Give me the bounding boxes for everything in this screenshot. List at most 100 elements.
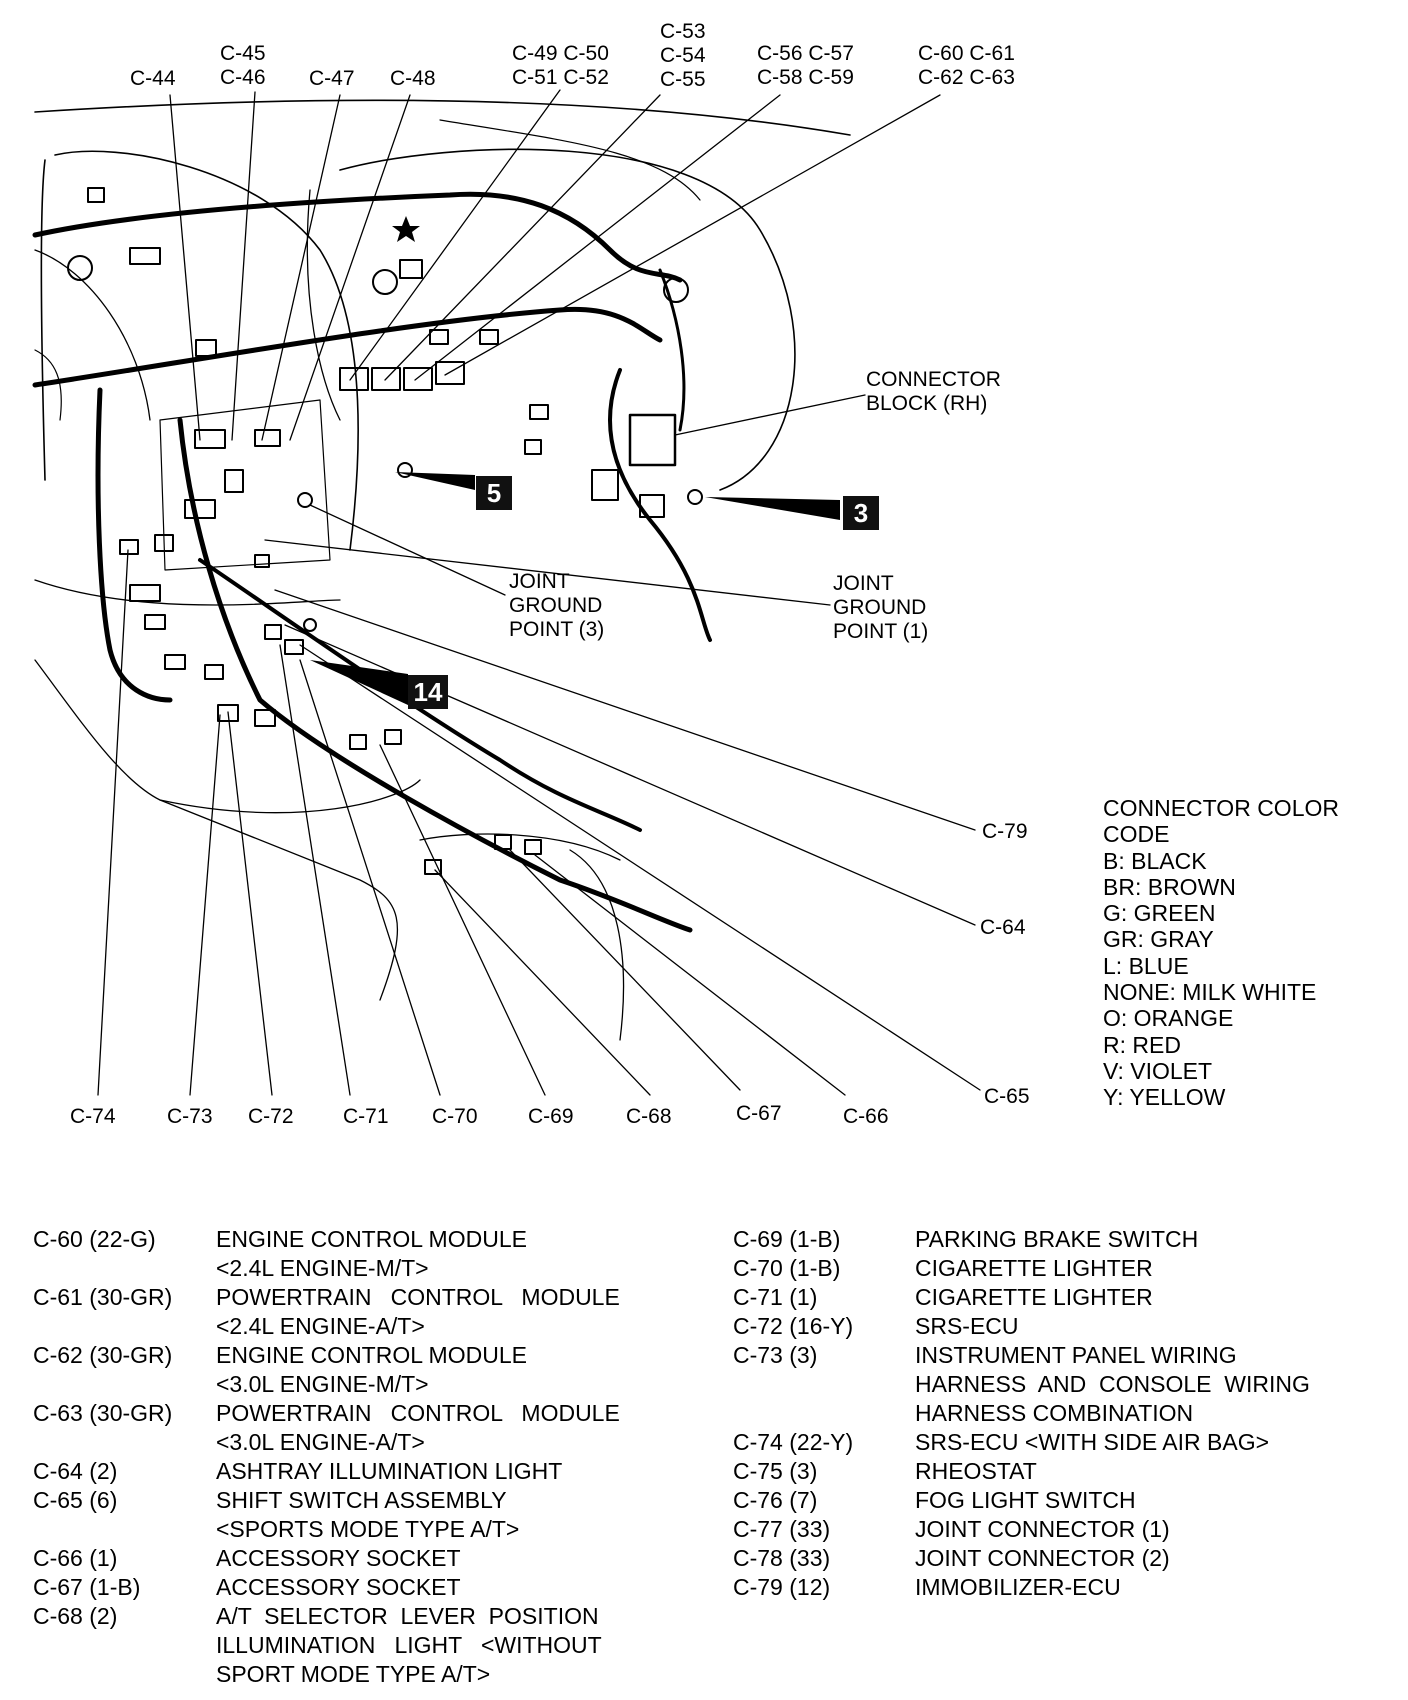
table-row: C-67 (1-B) ACCESSORY SOCKET	[33, 1573, 620, 1602]
table-row: C-71 (1)CIGARETTE LIGHTER	[733, 1283, 1310, 1312]
connector-description: POWERTRAIN CONTROL MODULE <3.0L ENGINE-A…	[216, 1400, 620, 1455]
table-row: C-68 (2) A/T SELECTOR LEVER POSITION ILLU…	[33, 1602, 620, 1689]
connector-description: RHEOSTAT	[915, 1458, 1037, 1484]
callout-c46: C-46	[220, 66, 266, 89]
connector-code: C-68 (2)	[33, 1603, 118, 1629]
table-row: C-79 (12) IMMOBILIZER-ECU	[733, 1573, 1310, 1602]
callout-c65: C-65	[984, 1085, 1030, 1108]
connector-code: C-75 (3)	[733, 1458, 818, 1484]
callout-c47: C-47	[309, 67, 355, 90]
connector-description: JOINT CONNECTOR (2)	[915, 1545, 1170, 1571]
callout-c44: C-44	[130, 67, 176, 90]
connector-color-legend: CONNECTOR COLOR CODE B: BLACK BR: BROWN …	[1103, 795, 1339, 1111]
connector-code: C-64 (2)	[33, 1458, 118, 1484]
table-row: C-66 (1)ACCESSORY SOCKET	[33, 1544, 620, 1573]
legend-item: BR: BROWN	[1103, 873, 1236, 900]
legend-item: NONE: MILK WHITE	[1103, 979, 1317, 1006]
legend-item: Y: YELLOW	[1103, 1084, 1226, 1111]
wiring-diagram	[32, 89, 981, 1096]
callout-c73: C-73	[167, 1105, 213, 1128]
table-row: C-73 (3) INSTRUMENT PANEL WIRING HARNESS …	[733, 1341, 1310, 1428]
connector-description: ENGINE CONTROL MODULE <3.0L ENGINE-M/T>	[216, 1342, 527, 1397]
table-row: C-65 (6)SHIFT SWITCH ASSEMBLY <SPORTS MO…	[33, 1486, 620, 1544]
table-row: C-64 (2) ASHTRAY ILLUMINATION LIGHT	[33, 1457, 620, 1486]
callout-c70: C-70	[432, 1105, 478, 1128]
callout-c74: C-74	[70, 1105, 116, 1128]
connector-code: C-69 (1-B)	[733, 1226, 841, 1252]
connector-code: C-61 (30-GR)	[33, 1284, 173, 1310]
connector-code: C-76 (7)	[733, 1487, 818, 1513]
callout-c53: C-53	[660, 20, 706, 43]
legend-title: CONNECTOR COLOR	[1103, 795, 1339, 821]
connector-description: FOG LIGHT SWITCH	[915, 1487, 1136, 1513]
callout-joint-ground-point-1: JOINT GROUND POINT (1)	[833, 572, 929, 643]
connector-code: C-77 (33)	[733, 1516, 831, 1542]
table-row: C-61 (30-GR) POWERTRAIN CONTROL MODULE <2…	[33, 1283, 620, 1341]
callout-c55: C-55	[660, 68, 706, 91]
connector-code: C-79 (12)	[733, 1574, 831, 1600]
connector-code: C-71 (1)	[733, 1284, 818, 1310]
legend-item: O: ORANGE	[1103, 1005, 1234, 1032]
legend-item: B: BLACK	[1103, 847, 1207, 874]
table-row: C-63 (30-GR)POWERTRAIN CONTROL MODULE <3…	[33, 1399, 620, 1457]
legend-item: R: RED	[1103, 1031, 1181, 1058]
connector-description: INSTRUMENT PANEL WIRING HARNESS AND CONS…	[915, 1342, 1310, 1426]
callout-c45: C-45	[220, 42, 266, 65]
callout-c64: C-64	[980, 916, 1026, 939]
connector-code: C-73 (3)	[733, 1342, 818, 1368]
callout-joint-ground-point-3: JOINT GROUND POINT (3)	[509, 570, 605, 641]
connector-code: C-60 (22-G)	[33, 1226, 156, 1252]
connector-description: A/T SELECTOR LEVER POSITION ILLUMINATION…	[216, 1603, 602, 1687]
connector-description: ASHTRAY ILLUMINATION LIGHT	[216, 1458, 563, 1484]
connector-table-right: C-69 (1-B) PARKING BRAKE SWITCH C-70 (1-B…	[733, 1225, 1310, 1602]
callout-connector-block-rh: CONNECTOR BLOCK (RH)	[866, 368, 1001, 415]
callout-c69: C-69	[528, 1105, 574, 1128]
legend-title-2: CODE	[1103, 821, 1170, 848]
connector-description: PARKING BRAKE SWITCH	[915, 1226, 1199, 1252]
table-row: C-60 (22-G) ENGINE CONTROL MODULE <2.4L E…	[33, 1225, 620, 1283]
connector-description: ENGINE CONTROL MODULE <2.4L ENGINE-M/T>	[216, 1226, 527, 1281]
connector-description: IMMOBILIZER-ECU	[915, 1574, 1121, 1600]
reference-marker-5: 5	[476, 476, 512, 510]
table-row: C-76 (7) FOG LIGHT SWITCH	[733, 1486, 1310, 1515]
connector-description: ACCESSORY SOCKET	[216, 1574, 461, 1600]
callout-c67: C-67	[736, 1102, 782, 1125]
legend-item: GR: GRAY	[1103, 926, 1214, 953]
connector-code: C-62 (30-GR)	[33, 1342, 173, 1368]
reference-marker-3: 3	[843, 496, 879, 530]
callout-c72: C-72	[248, 1105, 294, 1128]
table-row: C-70 (1-B) CIGARETTE LIGHTER	[733, 1254, 1310, 1283]
table-row: C-75 (3) RHEOSTAT	[733, 1457, 1310, 1486]
callout-c71: C-71	[343, 1105, 389, 1128]
callout-c48: C-48	[390, 67, 436, 90]
connector-code: C-66 (1)	[33, 1545, 118, 1571]
connector-code: C-72 (16-Y)	[733, 1313, 854, 1339]
callout-c58-c59: C-58 C-59	[757, 66, 854, 89]
table-row: C-74 (22-Y) SRS-ECU <WITH SIDE AIR BAG>	[733, 1428, 1310, 1457]
table-row: C-69 (1-B) PARKING BRAKE SWITCH	[733, 1225, 1310, 1254]
callout-c51-c52: C-51 C-52	[512, 66, 609, 89]
connector-code: C-74 (22-Y)	[733, 1429, 854, 1455]
table-row: C-62 (30-GR) ENGINE CONTROL MODULE <3.0L …	[33, 1341, 620, 1399]
legend-item: G: GREEN	[1103, 900, 1216, 927]
reference-marker-14: 14	[408, 675, 448, 709]
connector-description: CIGARETTE LIGHTER	[915, 1255, 1153, 1281]
table-row: C-78 (33) JOINT CONNECTOR (2)	[733, 1544, 1310, 1573]
connector-description: POWERTRAIN CONTROL MODULE <2.4L ENGINE-A…	[216, 1284, 620, 1339]
connector-code: C-67 (1-B)	[33, 1574, 141, 1600]
connector-code: C-70 (1-B)	[733, 1255, 841, 1281]
table-row: C-72 (16-Y) SRS-ECU	[733, 1312, 1310, 1341]
connector-description: SRS-ECU <WITH SIDE AIR BAG>	[915, 1429, 1270, 1455]
callout-c62-c63: C-62 C-63	[918, 66, 1015, 89]
connector-description: JOINT CONNECTOR (1)	[915, 1516, 1170, 1542]
connector-description: SHIFT SWITCH ASSEMBLY <SPORTS MODE TYPE …	[216, 1487, 520, 1542]
connector-code: C-78 (33)	[733, 1545, 831, 1571]
callout-c68: C-68	[626, 1105, 672, 1128]
connector-table-left: C-60 (22-G) ENGINE CONTROL MODULE <2.4L E…	[33, 1225, 620, 1689]
callout-c79: C-79	[982, 820, 1028, 843]
callout-c54: C-54	[660, 44, 706, 67]
callout-c60-c61: C-60 C-61	[918, 42, 1015, 65]
table-row: C-77 (33) JOINT CONNECTOR (1)	[733, 1515, 1310, 1544]
connector-description: SRS-ECU	[915, 1313, 1019, 1339]
callout-c66: C-66	[843, 1105, 889, 1128]
